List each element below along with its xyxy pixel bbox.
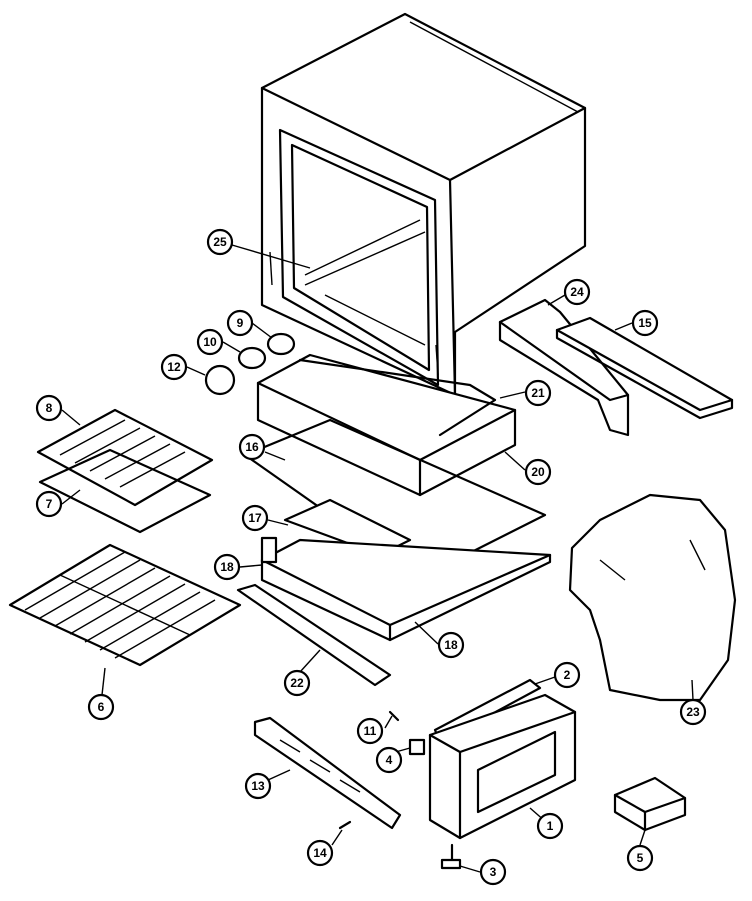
- callout-13-label: 13: [251, 779, 265, 793]
- callout-7-label: 7: [46, 497, 53, 511]
- oven-bottom-20: [256, 353, 517, 497]
- oven-rack-6: [8, 543, 242, 667]
- small-parts: [338, 710, 462, 870]
- callout-14: 14: [306, 839, 334, 867]
- callout-3: 3: [479, 858, 507, 886]
- kick-panel-13: [253, 716, 402, 830]
- callout-23: 23: [679, 698, 707, 726]
- callout-17: 17: [241, 504, 269, 532]
- callout-4-label: 4: [386, 753, 393, 767]
- callout-17-label: 17: [248, 511, 262, 525]
- oven-cavity: [260, 12, 587, 397]
- callout-5: 5: [626, 844, 654, 872]
- callout-14-label: 14: [313, 846, 327, 860]
- callout-24-label: 24: [570, 285, 584, 299]
- callout-25-label: 25: [213, 235, 227, 249]
- callout-20: 20: [524, 458, 552, 486]
- callout-9: 9: [226, 309, 254, 337]
- callout-23-label: 23: [686, 705, 700, 719]
- callout-1-label: 1: [547, 819, 554, 833]
- callout-20-label: 20: [531, 465, 545, 479]
- callout-7: 7: [35, 490, 63, 518]
- callout-13: 13: [244, 772, 272, 800]
- callout-24: 24: [563, 278, 591, 306]
- callout-5-label: 5: [637, 851, 644, 865]
- callout-16: 16: [238, 433, 266, 461]
- callout-22: 22: [283, 669, 311, 697]
- broiler-drawer-18: [260, 536, 552, 642]
- callout-4: 4: [375, 746, 403, 774]
- strip-22: [236, 583, 392, 687]
- callout-18b-label: 18: [444, 638, 458, 652]
- callout-6: 6: [87, 693, 115, 721]
- lamp-assembly: [204, 332, 296, 396]
- callout-10-label: 10: [203, 335, 217, 349]
- callout-2: 2: [553, 661, 581, 689]
- callout-22-label: 22: [290, 676, 304, 690]
- part-15-strip: [555, 316, 734, 420]
- callout-9-label: 9: [237, 316, 244, 330]
- callout-12-label: 12: [167, 360, 181, 374]
- callout-8: 8: [35, 394, 63, 422]
- callout-15-label: 15: [638, 316, 652, 330]
- callout-11-label: 11: [364, 724, 377, 738]
- callout-11: 11: [356, 717, 384, 745]
- callout-18a: 18: [213, 553, 241, 581]
- insulation-23: [568, 493, 737, 702]
- broiler-pan-7-8: [36, 408, 214, 534]
- callout-8-label: 8: [46, 401, 53, 415]
- callout-6-label: 6: [98, 700, 105, 714]
- leader-lines: [61, 244, 694, 873]
- callout-15: 15: [631, 309, 659, 337]
- callout-18b: 18: [437, 631, 465, 659]
- callout-16-label: 16: [245, 440, 259, 454]
- callout-2-label: 2: [564, 668, 571, 682]
- drawer-body-1: [428, 693, 577, 840]
- transformer-5: [613, 776, 687, 832]
- callout-12: 12: [160, 353, 188, 381]
- callout-25: 25: [206, 228, 234, 256]
- callout-21: 21: [524, 379, 552, 407]
- callout-10: 10: [196, 328, 224, 356]
- callout-21-label: 21: [531, 386, 545, 400]
- callout-3-label: 3: [490, 865, 497, 879]
- callout-18a-label: 18: [220, 560, 234, 574]
- callout-1: 1: [536, 812, 564, 840]
